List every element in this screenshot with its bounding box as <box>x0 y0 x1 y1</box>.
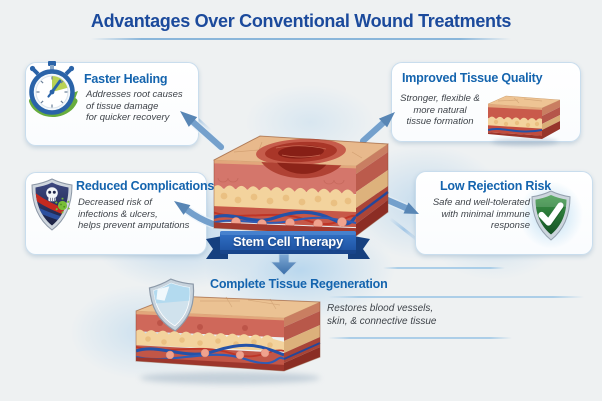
reduced-complications-body: Decreased risk of infections & ulcers, h… <box>78 197 190 231</box>
tissue-sample-icon <box>487 95 561 139</box>
decorative-line <box>328 296 584 298</box>
decorative-line <box>328 337 512 339</box>
tissue-sample-shadow <box>492 138 558 146</box>
stem-cell-therapy-banner: Stem Cell Therapy <box>206 230 370 260</box>
low-rejection-risk-body: Safe and well-tolerated with minimal imm… <box>432 197 530 231</box>
stopwatch-icon <box>29 61 78 118</box>
complete-tissue-regeneration-body: Restores blood vessels, skin, & connecti… <box>327 303 437 327</box>
banner-label: Stem Cell Therapy <box>232 234 344 249</box>
faster-healing-body: Addresses root causes of tissue damage f… <box>86 89 183 123</box>
decorative-line <box>383 267 505 269</box>
page-title: Advantages Over Conventional Wound Treat… <box>90 11 512 31</box>
faster-healing-heading: Faster Healing <box>84 72 168 86</box>
bottom-tissue-shadow <box>140 372 320 384</box>
reduced-complications-heading: Reduced Complications <box>76 179 215 193</box>
improved-tissue-quality-heading: Improved Tissue Quality <box>402 71 543 85</box>
complete-tissue-regeneration-heading: Complete Tissue Regeneration <box>210 277 388 291</box>
improved-tissue-quality-body: Stronger, flexible & more natural tissue… <box>400 93 480 127</box>
check-shield-icon <box>531 190 571 241</box>
stem-cell-tissue-illustration <box>212 135 389 237</box>
skull-shield-icon <box>31 178 73 231</box>
title-underline <box>91 38 511 40</box>
low-rejection-risk-heading: Low Rejection Risk <box>440 179 552 193</box>
shield-tissue-icon <box>148 278 195 332</box>
germ-icon <box>55 197 70 214</box>
